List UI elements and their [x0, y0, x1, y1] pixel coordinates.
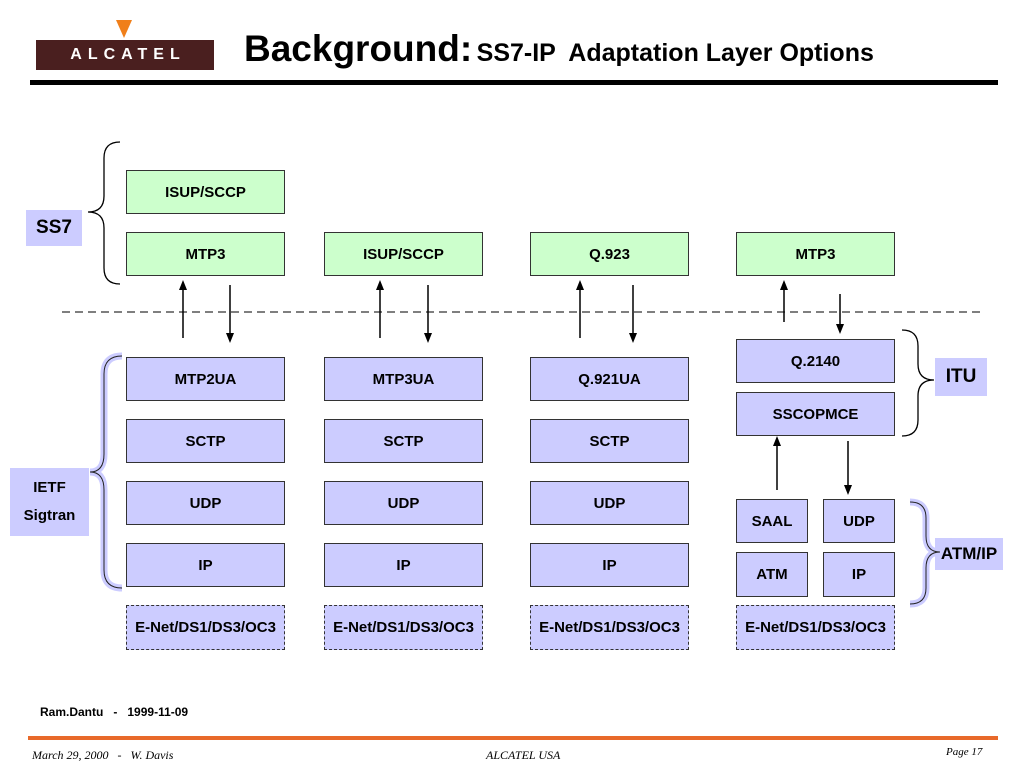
col4-atm-box-2: ATM	[736, 552, 808, 597]
ss7-brace	[87, 141, 121, 285]
col4-atm-box-1: SAAL	[736, 499, 808, 543]
note-author: Ram.Dantu	[40, 705, 104, 719]
col2-layer-1: MTP3UA	[324, 357, 483, 401]
col1-link-box: E-Net/DS1/DS3/OC3	[126, 605, 285, 650]
col2-link-box: E-Net/DS1/DS3/OC3	[324, 605, 483, 650]
col1-layer-4: IP	[126, 543, 285, 587]
col1-top-box-1: ISUP/SCCP	[126, 170, 285, 214]
itu-brace	[901, 329, 935, 437]
ss7-label: SS7	[26, 210, 82, 246]
col1-top-box-2: MTP3	[126, 232, 285, 276]
footer-date: March 29, 2000	[32, 748, 109, 762]
col3-layer-2: SCTP	[530, 419, 689, 463]
header-rule	[30, 80, 998, 85]
title-rest: Adaptation Layer Options	[568, 39, 874, 67]
col1-layer-2: SCTP	[126, 419, 285, 463]
alcatel-logo: ALCATEL	[36, 40, 214, 70]
ietf-label-line2: Sigtran	[23, 507, 76, 524]
footer-sep: -	[117, 748, 122, 762]
col3-layer-3: UDP	[530, 481, 689, 525]
title-main: Background:	[244, 28, 473, 69]
col4-itu-box-1: Q.2140	[736, 339, 895, 383]
col4-link-box: E-Net/DS1/DS3/OC3	[736, 605, 895, 650]
footer-left: March 29, 2000 - W. Davis	[32, 748, 173, 763]
col3-layer-1: Q.921UA	[530, 357, 689, 401]
footer-rule	[28, 736, 998, 740]
ietf-sigtran-label: IETF Sigtran	[10, 468, 89, 536]
footer-author: W. Davis	[130, 748, 174, 762]
col2-layer-4: IP	[324, 543, 483, 587]
col4-ip-box-2: IP	[823, 552, 895, 597]
col4-ip-box-1: UDP	[823, 499, 895, 543]
col3-link-box: E-Net/DS1/DS3/OC3	[530, 605, 689, 650]
page-title: Background: SS7-IP Adaptation Layer Opti…	[244, 28, 874, 70]
col1-layer-3: UDP	[126, 481, 285, 525]
ietf-brace	[89, 352, 123, 592]
col4-itu-box-2: SSCOPMCE	[736, 392, 895, 436]
title-sub: SS7-IP	[476, 39, 556, 67]
col3-layer-4: IP	[530, 543, 689, 587]
itu-label: ITU	[935, 358, 987, 396]
col2-layer-3: UDP	[324, 481, 483, 525]
note-sep: -	[113, 705, 118, 719]
footer-center: ALCATEL USA	[486, 748, 561, 762]
col3-top-box-1: Q.923	[530, 232, 689, 276]
col4-top-box-1: MTP3	[736, 232, 895, 276]
ietf-label-line1: IETF	[33, 479, 66, 496]
logo-triangle-icon	[116, 20, 132, 38]
col1-layer-1: MTP2UA	[126, 357, 285, 401]
author-note: Ram.Dantu - 1999-11-09	[40, 705, 188, 719]
atm-ip-label: ATM/IP	[935, 538, 1003, 570]
page-number: Page 17	[946, 746, 983, 758]
note-date: 1999-11-09	[127, 705, 189, 719]
col2-layer-2: SCTP	[324, 419, 483, 463]
col2-top-box-1: ISUP/SCCP	[324, 232, 483, 276]
